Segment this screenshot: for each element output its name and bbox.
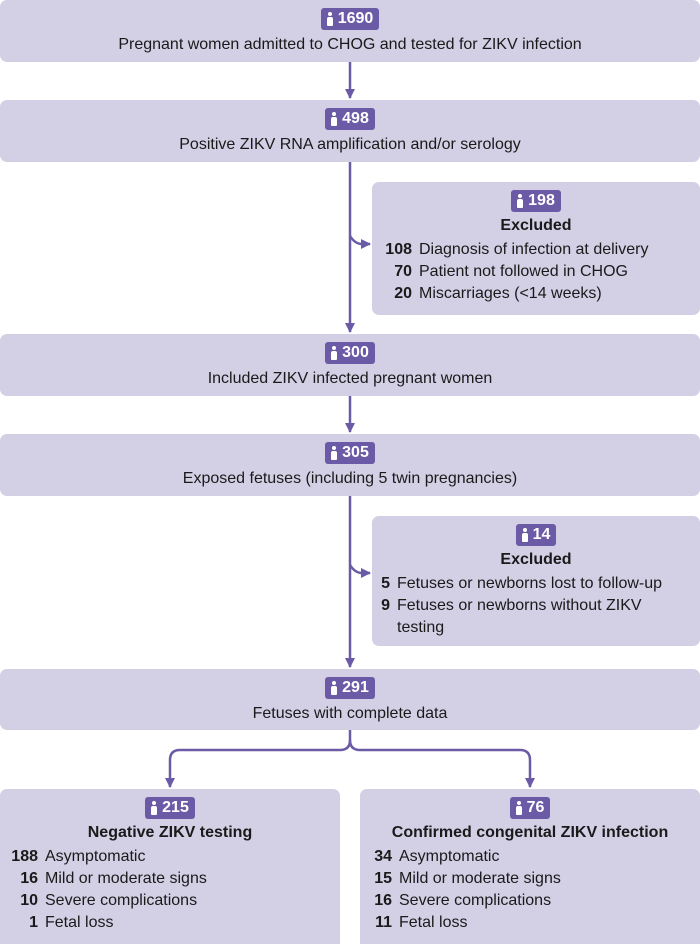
person-icon [516, 194, 524, 208]
arrow-to-excluded-1 [348, 235, 371, 249]
complete-box: 291 Fetuses with complete data [0, 669, 700, 730]
item-label: Miscarriages (<14 weeks) [419, 285, 602, 302]
item-count: 15 [374, 870, 392, 887]
item-count: 188 [11, 848, 38, 865]
list-item: 1 Fetal loss [4, 912, 340, 934]
screened-box: 1690 Pregnant women admitted to CHOG and… [0, 0, 700, 62]
fetuses-box: 305 Exposed fetuses (including 5 twin pr… [0, 434, 700, 496]
box-label: Included ZIKV infected pregnant women [207, 370, 493, 387]
count-value: 300 [342, 344, 369, 361]
count-badge: 198 [511, 190, 561, 212]
item-label: Asymptomatic [399, 848, 500, 865]
confirmed-box: 76 Confirmed congenital ZIKV infection 3… [360, 789, 700, 944]
list-item: 188 Asymptomatic [4, 846, 340, 868]
list-item: 34 Asymptomatic [370, 846, 700, 868]
count-value: 76 [526, 799, 545, 816]
included-box: 300 Included ZIKV infected pregnant wome… [0, 334, 700, 396]
list-item: 15 Mild or moderate signs [370, 868, 700, 890]
item-count: 1 [29, 914, 38, 931]
item-count: 5 [381, 575, 390, 592]
item-count: 16 [374, 892, 392, 909]
box-heading: Excluded [500, 551, 572, 568]
list-item: 11 Fetal loss [370, 912, 700, 934]
item-label: Mild or moderate signs [399, 870, 561, 887]
person-icon [150, 801, 158, 815]
count-value: 14 [532, 526, 551, 543]
list-item: 10 Severe complications [4, 890, 340, 912]
item-count: 34 [374, 848, 392, 865]
box-heading: Excluded [500, 217, 572, 234]
count-badge: 291 [325, 677, 375, 699]
item-label: Mild or moderate signs [45, 870, 207, 887]
excluded-box-2: 14 Excluded 5 Fetuses or newborns lost to… [372, 516, 700, 646]
box-heading: Confirmed congenital ZIKV infection [391, 824, 669, 841]
box-label: Exposed fetuses (including 5 twin pregna… [182, 470, 518, 487]
person-icon [521, 528, 529, 542]
item-label: Fetal loss [399, 914, 468, 931]
positive-box: 498 Positive ZIKV RNA amplification and/… [0, 100, 700, 162]
count-badge: 305 [325, 442, 375, 464]
count-value: 1690 [337, 10, 374, 27]
box-label: Pregnant women admitted to CHOG and test… [118, 36, 582, 53]
box-label: Fetuses with complete data [252, 705, 448, 722]
negative-box: 215 Negative ZIKV testing 188 Asymptomati… [0, 789, 340, 944]
box-heading: Negative ZIKV testing [87, 824, 253, 841]
item-label: Asymptomatic [45, 848, 146, 865]
item-label: Severe complications [399, 892, 552, 909]
arrow-to-excluded-2 [348, 564, 371, 578]
count-badge: 76 [509, 797, 551, 819]
list-item: 108 Diagnosis of infection at delivery [378, 239, 700, 261]
item-count: 11 [375, 914, 392, 931]
count-value: 305 [342, 444, 369, 461]
item-count: 16 [20, 870, 38, 887]
arrow-to-confirmed [348, 739, 535, 788]
item-count: 108 [385, 241, 412, 258]
count-value: 198 [528, 192, 555, 209]
item-count: 70 [394, 263, 412, 280]
count-value: 291 [342, 679, 369, 696]
count-value: 498 [342, 110, 369, 127]
person-icon [330, 681, 338, 695]
person-icon [515, 801, 523, 815]
count-value: 215 [162, 799, 189, 816]
item-count: 10 [20, 892, 38, 909]
count-badge: 1690 [320, 8, 380, 30]
arrow-to-negative [165, 730, 352, 788]
count-badge: 300 [325, 342, 375, 364]
excluded-box-1: 198 Excluded 108 Diagnosis of infection a… [372, 182, 700, 315]
list-item: 16 Severe complications [370, 890, 700, 912]
item-count: 9 [381, 597, 390, 614]
list-item: 16 Mild or moderate signs [4, 868, 340, 890]
count-badge: 498 [325, 108, 375, 130]
item-label: Patient not followed in CHOG [419, 263, 628, 280]
person-icon [326, 12, 334, 26]
item-label: Diagnosis of infection at delivery [419, 241, 649, 258]
item-label: Fetal loss [45, 914, 114, 931]
count-badge: 215 [145, 797, 195, 819]
item-label: Fetuses or newborns lost to follow-up [397, 575, 663, 592]
person-icon [330, 346, 338, 360]
item-count: 20 [394, 285, 412, 302]
person-icon [330, 112, 338, 126]
list-item: 5 Fetuses or newborns lost to follow-up [374, 573, 700, 595]
person-icon [330, 446, 338, 460]
count-badge: 14 [515, 524, 557, 546]
box-label: Positive ZIKV RNA amplification and/or s… [179, 136, 521, 153]
list-item: 9 Fetuses or newborns without ZIKV testin… [374, 595, 700, 639]
item-label: Fetuses or newborns without ZIKV testing [397, 597, 642, 636]
item-label: Severe complications [45, 892, 198, 909]
list-item: 70 Patient not followed in CHOG [378, 261, 700, 283]
list-item: 20 Miscarriages (<14 weeks) [378, 283, 700, 305]
